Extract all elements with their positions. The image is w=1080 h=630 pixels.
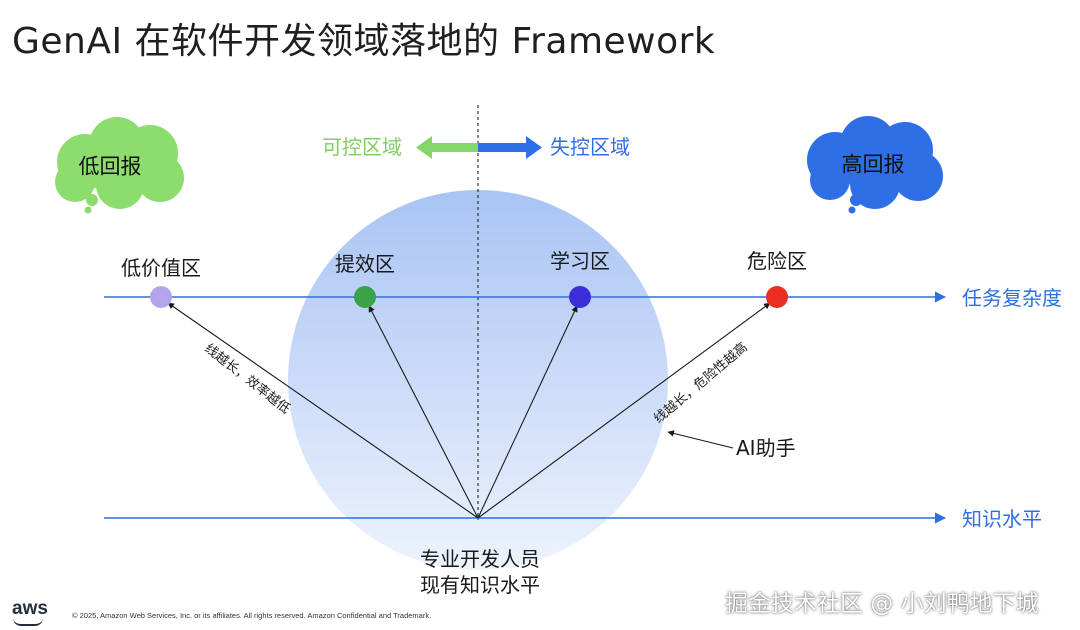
copyright-text: © 2025, Amazon Web Services, Inc. or its… [72, 611, 432, 620]
aws-logo-text: aws [12, 598, 48, 619]
low-value-dot [150, 286, 172, 308]
low-return-cloud [55, 117, 184, 214]
zone-label-learning: 学习区 [550, 249, 610, 273]
arrow-to-low-value [167, 302, 479, 519]
uncontrolled-region-label: 失控区域 [550, 135, 630, 159]
learning-dot [569, 286, 591, 308]
arrow-to-learning [477, 305, 578, 519]
controllable-arrow [416, 136, 478, 159]
arrow-to-efficiency [368, 305, 479, 519]
origin-label: 专业开发人员 现有知识水平 [420, 546, 540, 598]
efficiency-dot [354, 286, 376, 308]
zone-label-low-value: 低价值区 [121, 256, 201, 280]
task-complexity-label: 任务复杂度 [962, 286, 1062, 310]
uncontrolled-arrow [478, 136, 542, 159]
watermark: 掘金技术社区 @ 小刘鸭地下城 [725, 591, 1039, 617]
ai-assistant-pointer [667, 430, 734, 449]
origin-label-line1: 专业开发人员 [420, 547, 540, 571]
ai-assistant-circle [288, 190, 668, 570]
ai-assistant-label: AI助手 [736, 436, 796, 460]
page-title: GenAI 在软件开发领域落地的 Framework [12, 21, 716, 62]
high-return-cloud [807, 116, 943, 214]
origin-label-line2: 现有知识水平 [420, 573, 540, 597]
aws-logo: aws [12, 598, 48, 626]
controllable-region-label: 可控区域 [322, 135, 402, 159]
high-return-label: 高回报 [841, 152, 905, 177]
zone-label-efficiency: 提效区 [335, 252, 395, 276]
zone-label-danger: 危险区 [747, 249, 807, 273]
arrow-to-danger [477, 302, 771, 519]
low-return-label: 低回报 [78, 154, 142, 179]
knowledge-level-label: 知识水平 [962, 507, 1042, 531]
aws-smile-icon [13, 618, 43, 626]
danger-dot [766, 286, 788, 308]
